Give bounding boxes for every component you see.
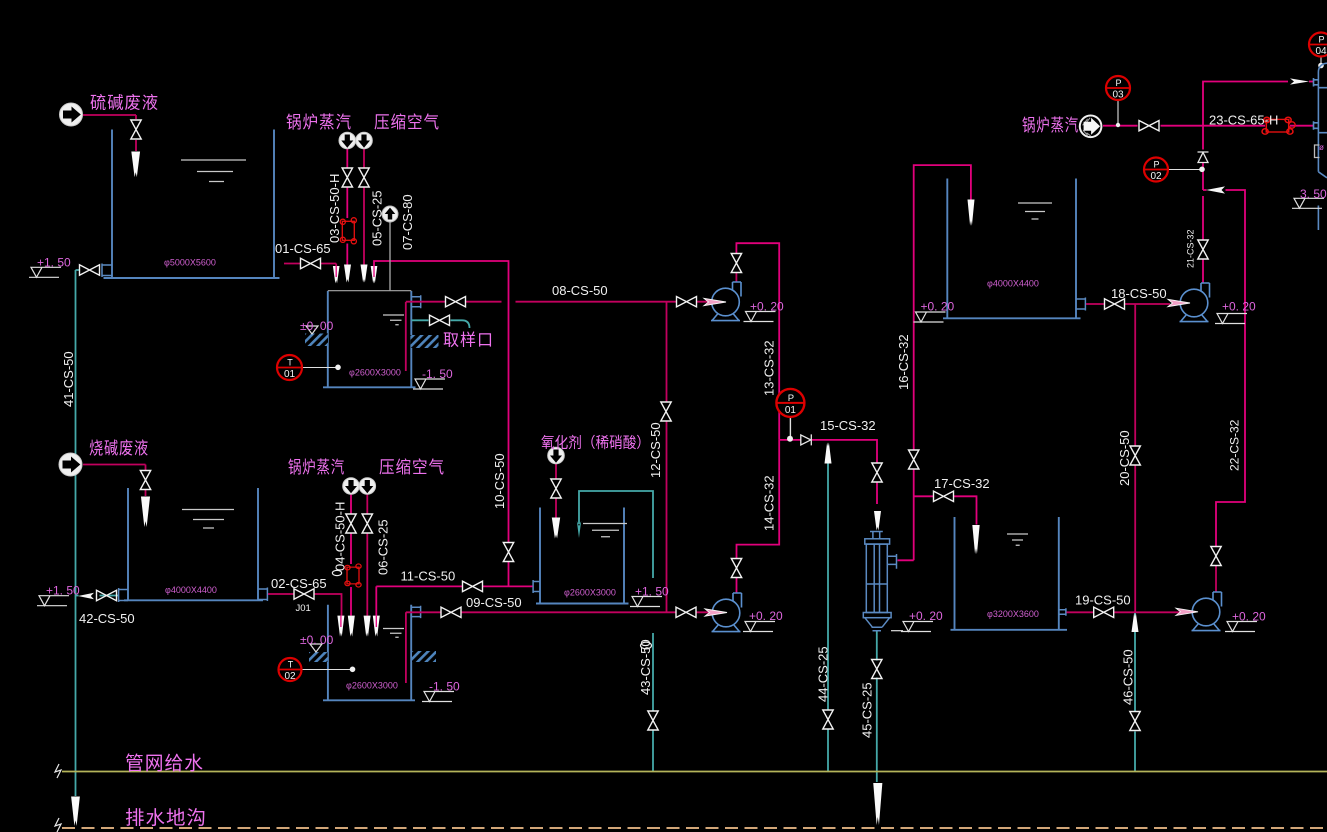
svg-text:44-CS-25: 44-CS-25 [816,646,831,702]
svg-text:20-CS-50: 20-CS-50 [1117,430,1132,486]
svg-text:T: T [287,358,293,368]
svg-text:φ4000X4400: φ4000X4400 [165,585,217,595]
svg-text:φ2600X3000: φ2600X3000 [349,368,401,378]
svg-text:12-CS-50: 12-CS-50 [648,422,663,478]
svg-text:+1. 50: +1. 50 [635,585,669,599]
svg-text:管网给水: 管网给水 [125,753,204,775]
svg-text:21-CS-32: 21-CS-32 [1186,229,1196,268]
svg-text:φ5000X5600: φ5000X5600 [164,258,216,268]
svg-text:排水地沟: 排水地沟 [125,807,207,829]
svg-text:±0. 00: ±0. 00 [300,633,334,647]
svg-text:42-CS-50: 42-CS-50 [79,611,135,626]
svg-text:19-CS-50: 19-CS-50 [1075,593,1131,608]
svg-text:02: 02 [1150,171,1162,182]
svg-text:04: 04 [1315,46,1327,57]
svg-text:φ4000X4400: φ4000X4400 [987,279,1039,289]
svg-text:±0. 00: ±0. 00 [300,319,334,333]
svg-text:04-CS-50-H: 04-CS-50-H [333,502,348,571]
svg-text:03: 03 [1112,90,1124,101]
svg-text:+1. 50: +1. 50 [37,256,71,270]
svg-text:13-CS-32: 13-CS-32 [762,340,777,396]
svg-text:46-CS-50: 46-CS-50 [1121,649,1136,705]
svg-text:P: P [1318,35,1324,45]
svg-text:45-CS-25: 45-CS-25 [860,682,875,738]
svg-text:15-CS-32: 15-CS-32 [820,418,876,433]
svg-text:01: 01 [785,405,797,416]
svg-text:+0. 20: +0. 20 [1232,610,1266,624]
svg-text:23-CS-65-H: 23-CS-65-H [1209,113,1278,128]
svg-text:+1. 50: +1. 50 [46,584,80,598]
svg-text:02: 02 [284,671,296,682]
svg-text:φ2600X3000: φ2600X3000 [346,681,398,691]
svg-text:+0. 20: +0. 20 [909,609,943,623]
svg-text:P: P [1115,78,1121,88]
svg-text:φ2600X3000: φ2600X3000 [564,588,616,598]
svg-text:+0. 20: +0. 20 [1222,300,1256,314]
svg-text:压缩空气: 压缩空气 [374,113,440,132]
svg-text:05-CS-25: 05-CS-25 [370,190,385,246]
svg-text:01-CS-65: 01-CS-65 [275,241,331,256]
svg-text:16-CS-32: 16-CS-32 [896,334,911,390]
svg-text:P: P [788,393,794,404]
svg-text:锅炉蒸汽: 锅炉蒸汽 [1022,116,1079,135]
svg-text:07-CS-80: 07-CS-80 [400,194,415,250]
svg-text:43-CS-50: 43-CS-50 [638,639,653,695]
svg-text:锅炉蒸汽: 锅炉蒸汽 [286,113,352,132]
svg-text:ø: ø [1319,143,1324,152]
svg-text:11-CS-50: 11-CS-50 [401,569,456,584]
svg-text:09-CS-50: 09-CS-50 [466,595,522,610]
svg-text:取样口: 取样口 [443,331,494,350]
svg-text:J01: J01 [296,603,311,614]
svg-text:06-CS-25: 06-CS-25 [376,519,391,575]
svg-text:18-CS-50: 18-CS-50 [1111,286,1167,301]
svg-text:3. 50: 3. 50 [1300,187,1327,201]
svg-text:-1. 50: -1. 50 [429,680,460,694]
svg-text:03-CS-50-H: 03-CS-50-H [327,174,342,243]
svg-text:22-CS-32: 22-CS-32 [1228,419,1242,471]
svg-text:T: T [288,660,294,670]
svg-text:02-CS-65: 02-CS-65 [271,576,327,591]
svg-text:压缩空气: 压缩空气 [379,458,445,477]
svg-text:+0. 20: +0. 20 [750,300,784,314]
svg-text:10-CS-50: 10-CS-50 [492,453,507,509]
svg-text:14-CS-32: 14-CS-32 [762,475,777,531]
svg-text:锅炉蒸汽: 锅炉蒸汽 [288,458,345,477]
svg-text:+0. 20: +0. 20 [749,609,783,623]
svg-text:硫碱废液: 硫碱废液 [90,94,159,113]
svg-text:41-CS-50: 41-CS-50 [61,351,76,407]
svg-text:φ3200X3600: φ3200X3600 [987,609,1039,619]
svg-text:-1. 50: -1. 50 [422,367,453,381]
svg-text:08-CS-50: 08-CS-50 [552,283,608,298]
svg-text:01: 01 [284,369,296,380]
svg-text:+0. 20: +0. 20 [921,300,955,314]
svg-text:17-CS-32: 17-CS-32 [934,476,990,491]
svg-text:氧化剂（稀硝酸）: 氧化剂（稀硝酸） [541,435,650,452]
svg-text:P: P [1153,160,1159,170]
svg-text:烧碱废液: 烧碱废液 [89,439,149,458]
